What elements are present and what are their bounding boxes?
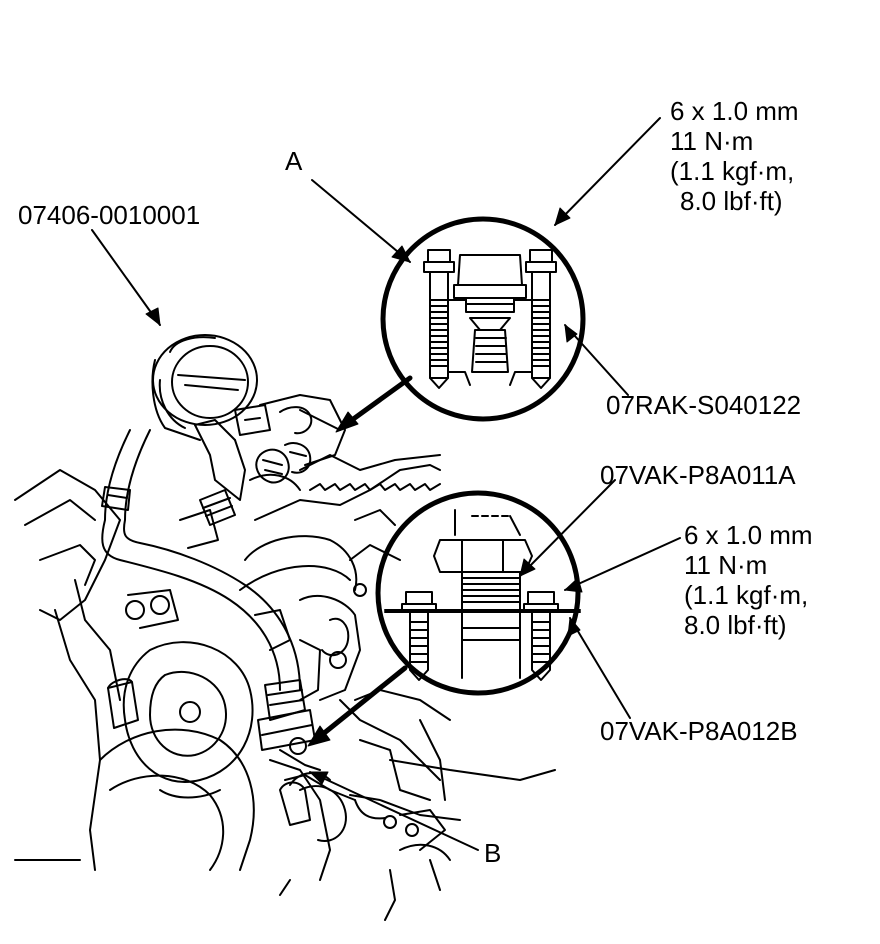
label-gauge-tool: 07406-0010001 [18,200,201,230]
label-b: B [484,838,502,868]
lower-pointer-arrow [315,665,408,741]
leader-lines [91,117,681,851]
upper-bolt-size: 6 x 1.0 mm [670,96,799,126]
engine-block [14,454,556,921]
upper-pointer-arrow [342,375,413,428]
label-lower-adapter-b: 07VAK-P8A012B [600,716,798,746]
label-upper-adapter: 07RAK-S040122 [606,390,802,420]
lower-torque-lbf: 8.0 lbf·ft) [684,610,787,640]
pointer-arrows [315,375,413,741]
upper-torque-nm: 11 N·m [670,126,754,156]
lower-bolt-size: 6 x 1.0 mm [684,520,813,550]
upper-torque-lbf: 8.0 lbf·ft) [680,186,783,216]
upper-adapter-detail [380,216,586,422]
lower-adapter-detail [375,490,581,696]
lower-torque-nm: 11 N·m [684,550,768,580]
pressure-gauge [151,334,346,549]
label-lower-adapter-a: 07VAK-P8A011A [600,460,796,490]
arrowheads [145,207,583,785]
gauge-hose [101,429,301,691]
upper-torque-kgf: (1.1 kgf·m, [670,156,795,186]
lower-torque-kgf: (1.1 kgf·m, [684,580,809,610]
label-a: A [285,146,303,176]
